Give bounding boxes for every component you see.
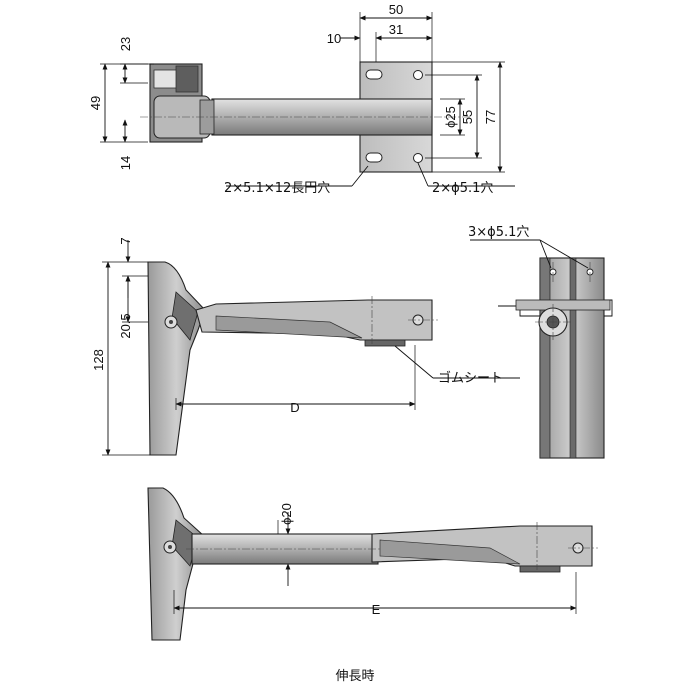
dim-50: 50 xyxy=(389,2,403,17)
label-rubber-sheet: ゴムシート xyxy=(438,370,503,386)
dim-7: 7 xyxy=(118,237,133,244)
end-view: 3×ϕ5.1穴 xyxy=(468,225,613,459)
extended-view: ϕ20 E 伸長時 xyxy=(147,487,598,684)
dim-phi25: ϕ25 xyxy=(443,106,458,128)
side-bracket xyxy=(147,261,206,456)
label-end-holes: 3×ϕ5.1穴 xyxy=(468,225,529,240)
dim-23: 23 xyxy=(118,37,133,51)
top-view: 50 10 31 23 49 14 ϕ25 55 77 2×5.1×12長円穴 … xyxy=(88,2,515,196)
slot-hole-top xyxy=(365,69,383,80)
round-hole-bottom xyxy=(413,153,423,163)
dim-55: 55 xyxy=(460,110,475,124)
label-round-holes: 2×ϕ5.1穴 xyxy=(432,181,493,196)
dim-phi20: ϕ20 xyxy=(279,503,294,525)
caption-extended: 伸長時 xyxy=(335,669,374,684)
side-view: 7 20.5 128 D ゴムシート xyxy=(91,237,520,456)
dim-49: 49 xyxy=(88,96,103,110)
dim-E: E xyxy=(372,602,381,617)
dim-D: D xyxy=(290,400,299,415)
dim-77: 77 xyxy=(483,110,498,124)
dim-14: 14 xyxy=(118,156,133,170)
label-slot-holes: 2×5.1×12長円穴 xyxy=(224,181,330,196)
round-hole-top xyxy=(413,70,423,80)
ext-bracket xyxy=(147,487,205,641)
dim-128: 128 xyxy=(91,349,106,371)
dim-20-5: 20.5 xyxy=(118,313,133,338)
dim-31: 31 xyxy=(389,22,403,37)
slot-hole-bottom xyxy=(365,152,383,163)
dim-10: 10 xyxy=(327,31,341,46)
